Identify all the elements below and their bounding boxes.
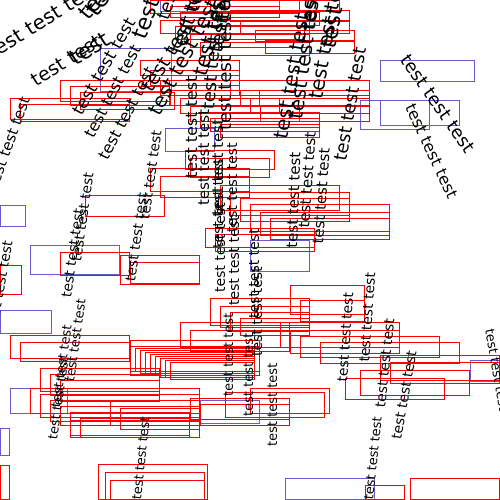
red-bounding-box <box>130 340 260 376</box>
red-bounding-box <box>270 218 390 240</box>
rotated-text-label: test test test <box>0 94 34 191</box>
red-bounding-box <box>160 80 240 96</box>
red-bounding-box <box>130 262 200 284</box>
red-bounding-box <box>85 195 165 217</box>
blue-bounding-box <box>0 310 52 334</box>
red-bounding-box <box>240 20 350 34</box>
red-bounding-box <box>230 10 350 22</box>
red-bounding-box <box>225 392 325 418</box>
blue-bounding-box <box>30 245 120 275</box>
rotated-text-label: test test test <box>227 215 243 305</box>
red-bounding-box <box>250 388 330 414</box>
red-bounding-box <box>190 106 300 122</box>
red-bounding-box <box>345 378 445 400</box>
rotated-text-label: test test test <box>266 362 281 446</box>
blue-bounding-box <box>250 240 310 272</box>
red-bounding-box <box>140 60 240 76</box>
red-bounding-box <box>215 234 315 252</box>
red-bounding-box <box>260 106 370 122</box>
red-bounding-box <box>255 30 355 42</box>
red-bounding-box <box>70 86 170 106</box>
red-bounding-box <box>80 92 175 110</box>
red-bounding-box <box>220 124 320 138</box>
red-bounding-box <box>200 404 290 426</box>
red-bounding-box <box>170 362 255 380</box>
blue-bounding-box <box>380 60 475 82</box>
red-bounding-box <box>70 420 200 438</box>
red-bounding-box <box>410 478 500 500</box>
red-bounding-box <box>160 176 250 198</box>
red-bounding-box <box>200 42 310 56</box>
red-bounding-box <box>240 198 350 222</box>
blue-bounding-box <box>165 128 215 152</box>
red-bounding-box <box>120 408 200 430</box>
red-bounding-box <box>300 300 365 322</box>
rotated-text-label: test test test <box>213 202 229 292</box>
red-bounding-box <box>20 342 130 362</box>
rotated-text-label: test <box>296 0 322 31</box>
blue-bounding-box <box>360 100 430 130</box>
red-bounding-box <box>230 80 370 96</box>
red-bounding-box <box>240 318 310 336</box>
red-bounding-box <box>0 265 22 295</box>
red-bounding-box <box>360 370 470 396</box>
red-bounding-box <box>210 0 340 12</box>
blue-bounding-box <box>0 205 26 227</box>
rotated-text-label: test test test <box>215 14 236 130</box>
red-bounding-box <box>20 104 130 122</box>
red-bounding-box <box>150 70 240 86</box>
red-bounding-box <box>300 336 440 358</box>
red-bounding-box <box>180 12 320 26</box>
red-bounding-box <box>265 40 355 54</box>
rotated-text-label: test test test <box>222 312 237 396</box>
red-bounding-box <box>190 330 290 352</box>
red-bounding-box <box>185 150 275 170</box>
rotated-text-label: test test test <box>242 332 257 416</box>
red-bounding-box <box>110 480 205 500</box>
red-bounding-box <box>0 465 10 500</box>
red-bounding-box <box>160 20 310 34</box>
red-bounding-box <box>60 252 130 276</box>
blue-bounding-box <box>0 428 10 456</box>
